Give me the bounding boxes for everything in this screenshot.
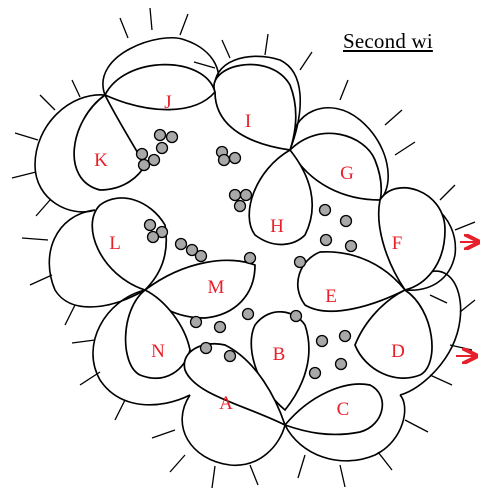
petal-label: A (219, 393, 233, 414)
petal-label: G (340, 163, 354, 184)
petal-label: H (270, 216, 284, 237)
petal-label: I (245, 111, 251, 132)
beads (135, 128, 358, 380)
outer-chain (34, 37, 462, 466)
petal-label: D (391, 341, 405, 362)
petal-label: C (337, 399, 350, 420)
diagram-heading: Second wi (343, 29, 433, 53)
petal-label: F (392, 233, 403, 254)
picots (11, 7, 476, 489)
petal-label: J (164, 92, 171, 113)
petal-labels: J I K G H L F M E N B D A C (94, 92, 405, 420)
petal-label: E (325, 286, 337, 307)
direction-arrows (456, 242, 478, 356)
petal-label: K (94, 150, 108, 171)
petal-label: L (109, 233, 121, 254)
petal-label: M (208, 277, 225, 298)
petal-label: B (273, 344, 286, 365)
petal-label: N (151, 341, 165, 362)
rings (73, 63, 446, 436)
